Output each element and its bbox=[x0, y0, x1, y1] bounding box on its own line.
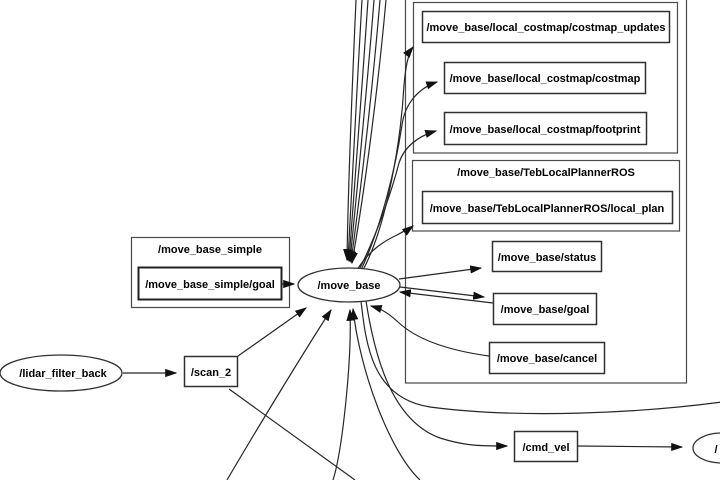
teb-group-box: /move_base/TebLocalPlannerROS bbox=[411, 159, 681, 232]
node-lidar-filter-back-label: /lidar_filter_back bbox=[19, 368, 107, 380]
topic-costmap-updates: /move_base/local_costmap/costmap_updates bbox=[421, 10, 671, 44]
edge-scan2-to-movebase bbox=[237, 307, 307, 357]
edge-scan2-offscreen bbox=[228, 388, 356, 480]
edge-top-to-movebase-2 bbox=[344, 0, 363, 262]
node-move-base: /move_base bbox=[297, 267, 401, 303]
topic-status: /move_base/status bbox=[491, 240, 603, 273]
topic-local-plan: /move_base/TebLocalPlannerROS/local_plan bbox=[421, 190, 674, 225]
topic-scan2-label: /scan_2 bbox=[191, 367, 231, 379]
edge-bottomleft-to-movebase bbox=[226, 308, 332, 480]
topic-move-base-simple-goal-label: /move_base_simple/goal bbox=[145, 279, 275, 291]
edge-top-to-movebase-1 bbox=[343, 0, 357, 262]
topic-costmap: /move_base/local_costmap/costmap bbox=[443, 61, 647, 95]
edge-movebase-to-cmdvel bbox=[365, 300, 509, 451]
topic-footprint: /move_base/local_costmap/footprint bbox=[443, 111, 648, 146]
topic-goal: /move_base/goal bbox=[492, 292, 598, 326]
edge-cancel-to-movebase bbox=[369, 305, 490, 357]
node-clipped-right: / bbox=[692, 432, 720, 464]
topic-goal-label: /move_base/goal bbox=[501, 304, 590, 316]
topic-cmd-vel: /cmd_vel bbox=[513, 430, 579, 463]
topic-cmd-vel-label: /cmd_vel bbox=[522, 442, 569, 454]
move-base-namespace-box bbox=[404, 0, 688, 384]
node-clipped-right-label: / bbox=[714, 444, 717, 456]
edge-movebase-to-goal bbox=[399, 286, 486, 300]
edge-top-to-movebase-4 bbox=[346, 0, 375, 263]
edge-movebase-to-footprint bbox=[358, 129, 438, 271]
local-costmap-group-box bbox=[412, 1, 679, 154]
edge-movebase-to-localplan bbox=[356, 225, 414, 271]
topic-footprint-label: /move_base/local_costmap/footprint bbox=[450, 124, 641, 136]
topic-costmap-updates-label: /move_base/local_costmap/costmap_updates bbox=[426, 22, 665, 34]
move-base-simple-group-box: /move_base_simple bbox=[130, 236, 291, 309]
teb-group-label: /move_base/TebLocalPlannerROS bbox=[457, 167, 635, 179]
node-move-base-label: /move_base bbox=[318, 280, 381, 292]
edge-movebase-offscreen-right bbox=[360, 300, 720, 415]
edge-bottom-to-movebase-2 bbox=[350, 307, 421, 480]
topic-cancel: /move_base/cancel bbox=[488, 341, 606, 375]
topic-cancel-label: /move_base/cancel bbox=[497, 353, 597, 365]
edge-top-to-movebase-3 bbox=[345, 0, 369, 263]
topic-local-plan-label: /move_base/TebLocalPlannerROS/local_plan bbox=[430, 203, 665, 215]
edge-bottom-to-movebase-1 bbox=[332, 308, 355, 480]
edge-movebase-to-status bbox=[398, 265, 483, 280]
topic-status-label: /move_base/status bbox=[498, 252, 596, 264]
topic-move-base-simple-goal: /move_base_simple/goal bbox=[137, 266, 283, 301]
edge-movebase-to-costmapupdates bbox=[362, 46, 414, 271]
topic-costmap-label: /move_base/local_costmap/costmap bbox=[450, 73, 641, 85]
edge-cmdvel-to-rightnode bbox=[577, 442, 684, 451]
edge-goal-to-movebase bbox=[398, 289, 494, 304]
move-base-simple-group-label: /move_base_simple bbox=[158, 244, 262, 256]
edge-top-to-movebase-6 bbox=[349, 0, 387, 265]
topic-scan2: /scan_2 bbox=[183, 355, 239, 388]
edge-top-to-movebase-5 bbox=[348, 0, 381, 264]
node-lidar-filter-back: /lidar_filter_back bbox=[0, 354, 123, 392]
